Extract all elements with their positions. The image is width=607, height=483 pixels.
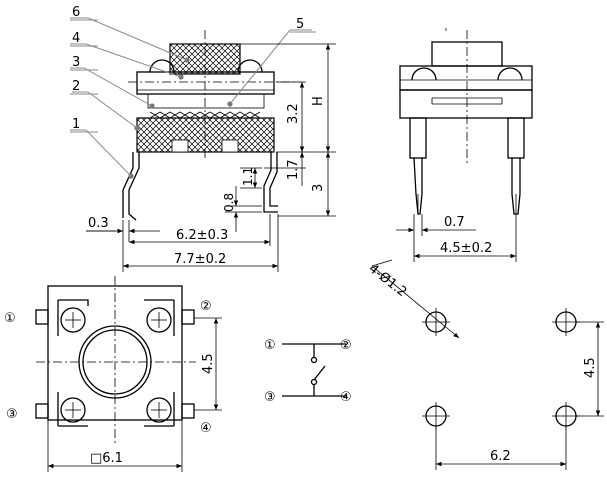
dim-6-2-pcb: 6.2 (490, 449, 511, 464)
switch-schematic: ① ② ③ ④ (264, 338, 352, 405)
dim-6-1: □6.1 (90, 451, 123, 466)
schematic-pin-1: ① (264, 338, 276, 353)
dim-7-7: 7.7±0.2 (174, 252, 226, 267)
pcb-layout: 4-Ø1.2 4.5 6.2 (366, 259, 604, 470)
dim-4-5-front: 4.5±0.2 (440, 241, 492, 256)
callout-6: 6 (72, 5, 80, 20)
dim-3: 3 (311, 184, 326, 192)
callout-2: 2 (72, 79, 80, 94)
callout-3: 3 (72, 55, 80, 70)
pin-1-label: ① (4, 311, 16, 326)
pin-3-label: ③ (6, 407, 18, 422)
front-view: 0.7 4.5±0.2 (396, 28, 533, 262)
top-view: 4.5 □6.1 ① ② ③ ④ (4, 276, 222, 472)
dim-1-1: 1.1 (241, 167, 255, 186)
schematic-pin-2: ② (340, 338, 352, 353)
dim-0-7: 0.7 (444, 215, 465, 230)
dim-1-7: 1.7 (286, 159, 301, 180)
dim-4-5-pcb: 4.5 (583, 357, 598, 378)
base (136, 117, 275, 153)
dim-0-3: 0.3 (88, 216, 109, 231)
callout-1: 1 (72, 117, 80, 132)
callout-4: 4 (72, 31, 80, 46)
dim-6-2: 6.2±0.3 (176, 228, 228, 243)
dim-0-8: 0.8 (222, 193, 236, 212)
pin-4-label: ④ (200, 421, 212, 436)
pin-2-label: ② (200, 299, 212, 314)
schematic-pin-4: ④ (340, 390, 352, 405)
dim-h: H (311, 96, 326, 106)
side-view: 6 4 3 2 1 5 H 3.2 1.7 3 1.1 0.8 (70, 5, 336, 272)
dim-hole: 4-Ø1.2 (366, 261, 410, 300)
dim-3-2: 3.2 (286, 103, 301, 124)
callout-5: 5 (296, 17, 304, 32)
dim-4-5-top: 4.5 (201, 353, 216, 374)
schematic-pin-3: ③ (264, 390, 276, 405)
